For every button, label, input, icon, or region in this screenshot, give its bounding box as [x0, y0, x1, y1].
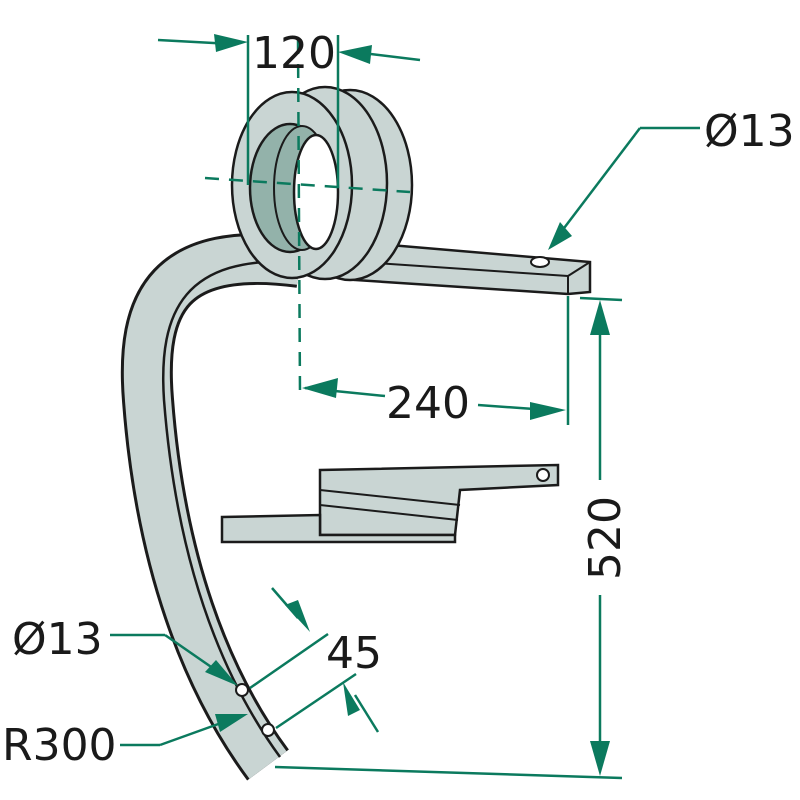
dimension-lines: [110, 35, 700, 780]
dim-hole-top: Ø13: [704, 106, 795, 157]
tine-shank: [120, 232, 304, 781]
dim-height: 520: [580, 496, 631, 580]
dim-hole-bottom: Ø13: [12, 614, 103, 665]
hole-lower-2: [261, 723, 275, 737]
dim-radius: R300: [2, 720, 117, 771]
dim-coil-width: 120: [252, 28, 336, 79]
dim-hole-spacing: 45: [326, 628, 382, 679]
coil: [230, 85, 414, 282]
arrowheads: [205, 34, 610, 776]
dim-arm-length: 240: [386, 378, 470, 429]
section-view: [220, 463, 560, 544]
hole-lower-1: [235, 683, 249, 697]
hole-arm: [530, 256, 550, 268]
